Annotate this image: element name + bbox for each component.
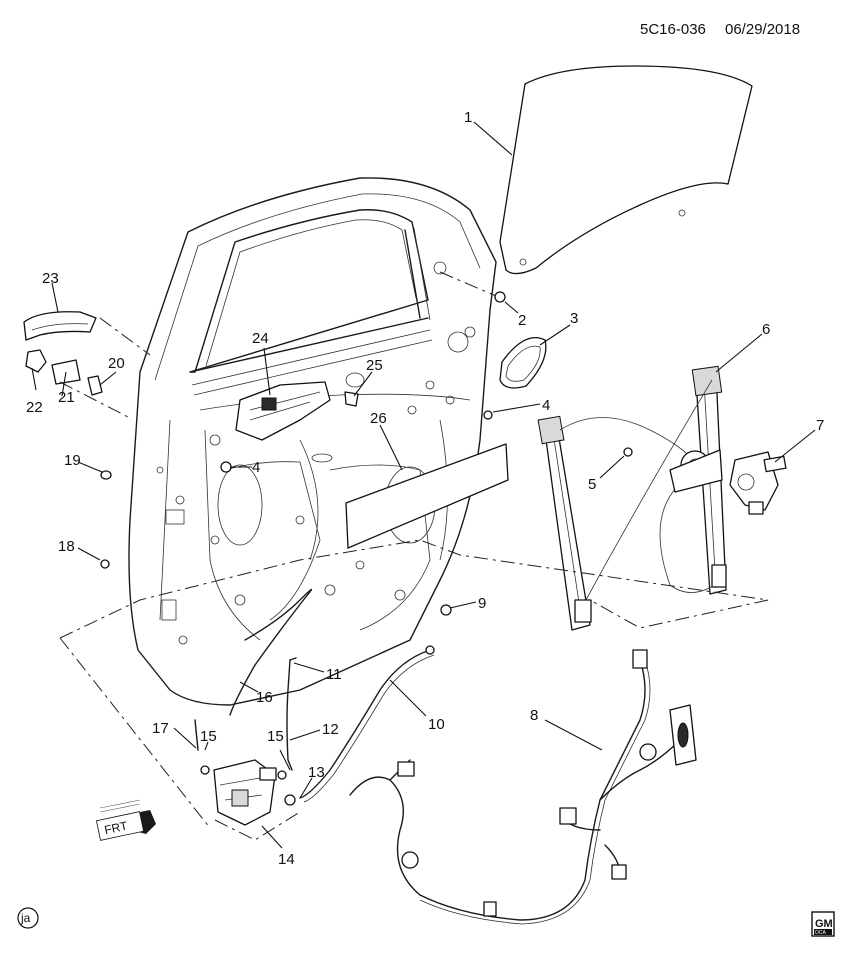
callout-16: 16 xyxy=(256,689,273,706)
gm-logo-top: GM xyxy=(815,918,833,930)
callout-14: 14 xyxy=(278,851,295,868)
wiring-harness xyxy=(349,649,697,925)
door-latch xyxy=(200,759,296,826)
callout-13: 13 xyxy=(308,764,325,781)
callout-15-left: 15 xyxy=(200,728,217,745)
callout-17: 17 xyxy=(152,720,169,737)
callout-24: 24 xyxy=(252,330,269,347)
callout-8: 8 xyxy=(530,707,538,724)
bolt-4-lower xyxy=(220,461,232,473)
callout-23: 23 xyxy=(42,270,59,287)
callout-19: 19 xyxy=(64,452,81,469)
callout-3: 3 xyxy=(570,310,578,327)
callout-9: 9 xyxy=(478,595,486,612)
callout-18: 18 xyxy=(58,538,75,555)
inside-handle xyxy=(235,381,331,441)
callout-25: 25 xyxy=(366,357,383,374)
callout-2: 2 xyxy=(518,312,526,329)
callout-21: 21 xyxy=(58,389,75,406)
callout-4-lower: 4 xyxy=(252,459,260,476)
diagram-ref: 5C16-036 xyxy=(640,21,706,38)
door-inner-panel xyxy=(128,177,497,706)
front-arrow-label: FRT xyxy=(103,819,129,838)
assembly-lines xyxy=(59,271,769,841)
grommet-2 xyxy=(494,291,506,303)
door-cables xyxy=(194,588,435,803)
bolt-5 xyxy=(623,447,633,457)
callout-22: 22 xyxy=(26,399,43,416)
callouts: 1 2 3 4 4 5 6 7 8 9 10 11 12 13 14 15 15… xyxy=(26,109,824,868)
plug-19 xyxy=(100,470,112,480)
callout-26: 26 xyxy=(370,410,387,427)
gm-logo-bottom: OCA xyxy=(815,930,827,936)
callout-5: 5 xyxy=(588,476,596,493)
callout-6: 6 xyxy=(762,321,770,338)
callout-1: 1 xyxy=(464,109,472,126)
nut-9 xyxy=(440,604,452,616)
gm-logo: GM OCA xyxy=(811,911,835,937)
window-regulator xyxy=(537,365,727,631)
front-arrow: FRT xyxy=(95,799,156,841)
bolt-4-upper xyxy=(483,410,493,420)
callout-4-upper: 4 xyxy=(542,397,550,414)
callout-20: 20 xyxy=(108,355,125,372)
callout-10: 10 xyxy=(428,716,445,733)
outside-handle-parts xyxy=(23,311,103,396)
door-glass xyxy=(499,65,753,275)
bolt-18 xyxy=(100,559,110,569)
callout-15-right: 15 xyxy=(267,728,284,745)
corner-badge-label: ja xyxy=(20,911,31,925)
leader-lines xyxy=(31,121,816,849)
seal-3 xyxy=(499,336,547,389)
callout-7: 7 xyxy=(816,417,824,434)
callout-12: 12 xyxy=(322,721,339,738)
corner-badge: ja xyxy=(17,907,39,929)
water-deflector-26 xyxy=(345,443,509,549)
callout-11: 11 xyxy=(326,666,342,683)
diagram-date: 06/29/2018 xyxy=(725,21,800,38)
regulator-motor xyxy=(729,451,787,515)
